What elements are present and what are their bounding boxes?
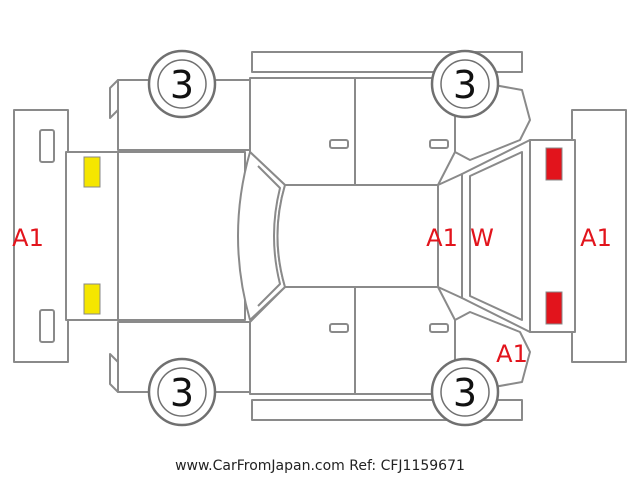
rear-bumper-damage-code: A1 bbox=[580, 224, 612, 252]
footer-site: www.CarFromJapan.com bbox=[175, 458, 345, 474]
windshield[interactable] bbox=[237, 151, 286, 321]
tire-rear-right[interactable]: 3 bbox=[430, 357, 500, 427]
hood-panel[interactable] bbox=[65, 151, 246, 321]
rear-glass-damage-code-2: W bbox=[470, 224, 494, 252]
rear-quarter-damage-code: A1 bbox=[496, 340, 528, 368]
headlamp-right-marker bbox=[83, 283, 101, 315]
rear-glass[interactable] bbox=[437, 139, 576, 333]
headlamp-left-marker bbox=[83, 156, 101, 188]
taillamp-left-marker bbox=[545, 147, 563, 181]
tire-front-right[interactable]: 3 bbox=[147, 357, 217, 427]
front-bumper-damage-code: A1 bbox=[12, 224, 44, 252]
tire-front-left[interactable]: 3 bbox=[147, 49, 217, 119]
footer-ref: Ref: CFJ1159671 bbox=[349, 458, 465, 474]
tire-rear-left[interactable]: 3 bbox=[430, 49, 500, 119]
footer-credit: www.CarFromJapan.com Ref: CFJ1159671 bbox=[0, 458, 640, 474]
tire-rear-right-rating: 3 bbox=[453, 371, 477, 415]
tire-rear-left-rating: 3 bbox=[453, 63, 477, 107]
roof-panel[interactable] bbox=[276, 184, 439, 288]
rear-glass-damage-code-1: A1 bbox=[426, 224, 458, 252]
tire-front-right-rating: 3 bbox=[170, 371, 194, 415]
taillamp-right-marker bbox=[545, 291, 563, 325]
front-bumper[interactable] bbox=[13, 109, 69, 363]
tire-front-left-rating: 3 bbox=[170, 63, 194, 107]
